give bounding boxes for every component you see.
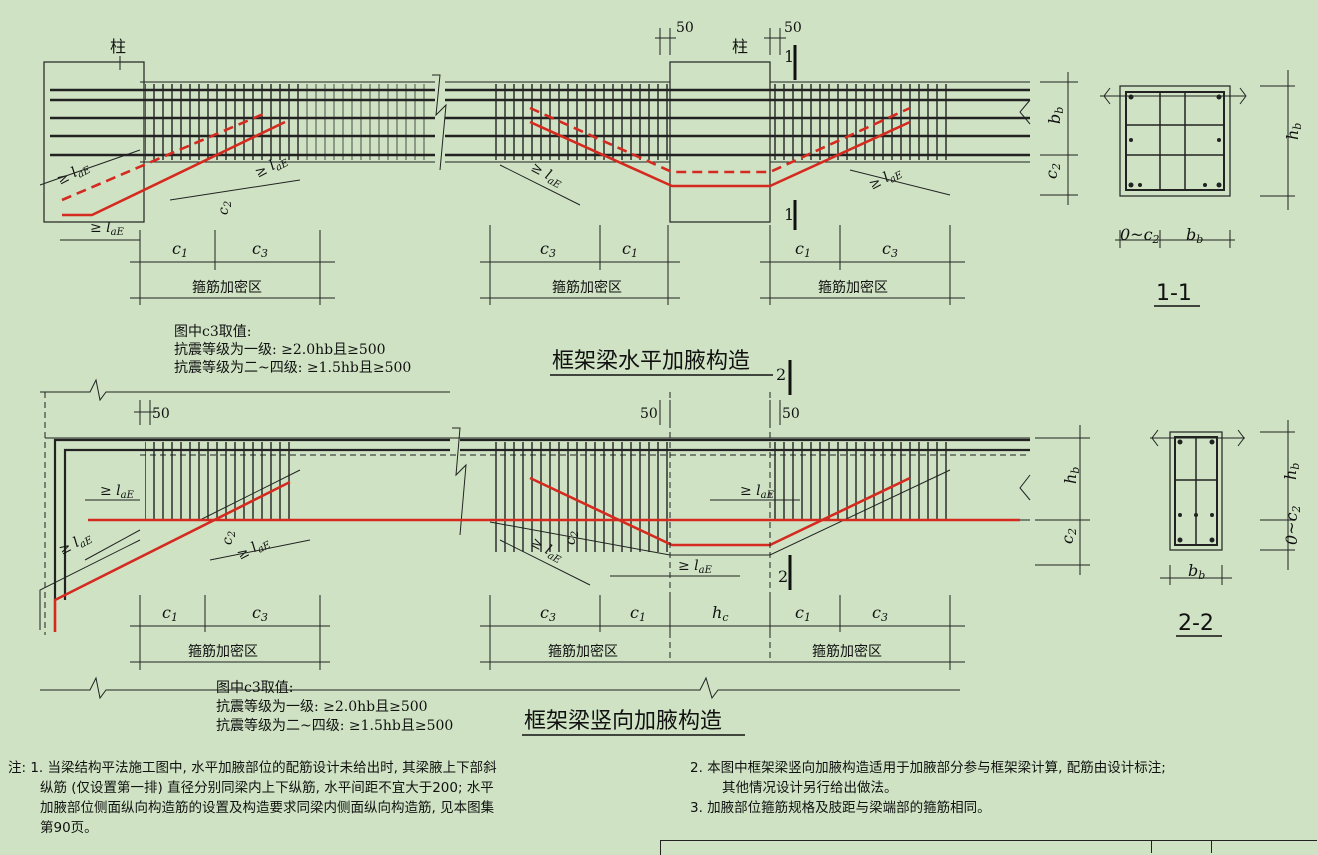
svg-text:c2: c2 xyxy=(1058,528,1079,544)
svg-text:c3: c3 xyxy=(252,239,268,260)
note-2-line-2: 其他情况设计另行给出做法。 xyxy=(722,780,898,796)
note-2-line-1: 2. 本图中框架梁竖向加腋构造适用于加腋部分参与框架梁计算, 配筋由设计标注; xyxy=(690,760,1166,776)
svg-text:c1: c1 xyxy=(622,239,638,260)
section-1-1: 0~c2 bb hb 1-1 xyxy=(1100,70,1304,307)
svg-text:c3: c3 xyxy=(540,603,556,624)
haunch-bars-vertical xyxy=(53,476,1020,632)
stirrup-zone-label: 箍筋加密区 xyxy=(192,279,262,296)
svg-text:c3: c3 xyxy=(540,239,556,260)
c3-note-grade1: 抗震等级为一级: ≥2.0hb且≥500 xyxy=(216,698,428,715)
svg-text:c1: c1 xyxy=(172,239,188,260)
svg-text:c1: c1 xyxy=(630,603,646,624)
svg-text:c2: c2 xyxy=(220,531,238,545)
top-diagram-title: 框架梁水平加腋构造 xyxy=(552,349,750,374)
svg-text:bb: bb xyxy=(1188,561,1205,582)
middle-column xyxy=(669,61,771,223)
svg-text:≥ laE: ≥ laE xyxy=(90,220,125,238)
c3-note-title: 图中c3取值: xyxy=(216,680,293,696)
note-1-line-2: 纵筋 (仅设置第一排) 直径分别同梁内上下纵筋, 水平间距不宜大于200; 水平 xyxy=(40,780,494,796)
notes-left: 注: 1. 当梁结构平法施工图中, 水平加腋部位的配筋设计未给出时, 其梁腋上下… xyxy=(8,758,663,838)
dim-50-label: 50 xyxy=(152,406,170,422)
note-3-line-1: 3. 加腋部位箍筋规格及肢距与梁端部的箍筋相同。 xyxy=(690,800,991,816)
svg-text:hb: hb xyxy=(1061,467,1082,484)
svg-text:≥ laE: ≥ laE xyxy=(234,533,273,565)
svg-text:≥ laE: ≥ laE xyxy=(56,528,95,560)
column-label-mid: 柱 xyxy=(732,37,748,56)
c3-note-grade2: 抗震等级为二~四级: ≥1.5hb且≥500 xyxy=(216,717,453,734)
svg-text:c2: c2 xyxy=(1042,163,1063,179)
svg-text:hb: hb xyxy=(1283,123,1304,140)
dims-top-mid xyxy=(480,225,965,305)
svg-text:0~c2: 0~c2 xyxy=(1282,505,1303,545)
note-1-line-3: 加腋部位侧面纵向构造筋的设置及构造要求同梁内侧面纵向构造筋, 见本图集 xyxy=(40,800,495,816)
dims-top-right xyxy=(1019,72,1078,205)
section-mark-2: 2 xyxy=(776,365,786,384)
svg-text:c3: c3 xyxy=(252,603,268,624)
section-mark-1: 1 xyxy=(784,205,794,224)
haunch-bars xyxy=(61,106,911,217)
stirrup-zone-left xyxy=(145,84,300,160)
left-column xyxy=(43,61,145,223)
dim-50-label: 50 xyxy=(782,406,800,422)
note-1-line-4: 第90页。 xyxy=(40,820,98,836)
stirrup-zone-label: 箍筋加密区 xyxy=(812,643,882,660)
c3-note-grade2: 抗震等级为二~四级: ≥1.5hb且≥500 xyxy=(174,359,411,376)
dim-50-label: 50 xyxy=(676,20,694,36)
title-block-frame xyxy=(660,840,1317,855)
bottom-diagram: 50 50 50 ≥ laE xyxy=(39,360,1090,736)
svg-text:bb: bb xyxy=(1186,225,1203,246)
svg-text:hc: hc xyxy=(712,603,728,624)
section-1-1-label: 1-1 xyxy=(1156,281,1192,306)
c3-note-grade1: 抗震等级为一级: ≥2.0hb且≥500 xyxy=(174,341,386,358)
section-mark-2: 2 xyxy=(778,567,788,586)
svg-text:c1: c1 xyxy=(795,239,811,260)
dims-top-left xyxy=(130,230,335,305)
bottom-diagram-title: 框架梁竖向加腋构造 xyxy=(524,709,722,734)
svg-text:≥ laE: ≥ laE xyxy=(527,159,566,191)
dim-50-label: 50 xyxy=(784,20,802,36)
svg-text:≥ laE: ≥ laE xyxy=(678,558,713,576)
stirrup-zone-label: 箍筋加密区 xyxy=(188,643,258,660)
svg-text:c3: c3 xyxy=(882,239,898,260)
column-label-left: 柱 xyxy=(110,37,126,56)
dim-50-label: 50 xyxy=(640,406,658,422)
svg-text:0~c2: 0~c2 xyxy=(1120,225,1160,246)
svg-text:bb: bb xyxy=(1045,107,1066,124)
svg-text:≥ laE: ≥ laE xyxy=(54,158,93,190)
section-mark-1: 1 xyxy=(784,47,794,66)
break-symbol xyxy=(432,74,447,171)
c3-note-title: 图中c3取值: xyxy=(174,324,251,340)
note-1-line-1: 注: 1. 当梁结构平法施工图中, 水平加腋部位的配筋设计未给出时, 其梁腋上下… xyxy=(8,760,497,776)
svg-text:c3: c3 xyxy=(872,603,888,624)
svg-text:≥ laE: ≥ laE xyxy=(740,483,775,501)
stirrup-zone-label: 箍筋加密区 xyxy=(548,643,618,660)
section-2-2-label: 2-2 xyxy=(1178,611,1214,636)
svg-text:c2: c2 xyxy=(216,201,234,215)
anchorage-labels-top: ≥ laE ≥ laE ≥ laE ≥ laE ≥ laE c2 xyxy=(54,151,905,238)
dim-50-top xyxy=(655,28,786,55)
svg-text:c1: c1 xyxy=(162,603,178,624)
stirrup-zone-label: 箍筋加密区 xyxy=(552,279,622,296)
stirrup-zone-label: 箍筋加密区 xyxy=(818,279,888,296)
svg-text:hb: hb xyxy=(1281,463,1302,480)
section-2-2: bb hb 0~c2 2-2 xyxy=(1150,420,1303,637)
svg-text:≥ laE: ≥ laE xyxy=(100,483,135,501)
top-diagram: 柱 xyxy=(39,20,1078,376)
notes-right: 2. 本图中框架梁竖向加腋构造适用于加腋部分参与框架梁计算, 配筋由设计标注; … xyxy=(690,758,1315,818)
svg-text:c1: c1 xyxy=(795,603,811,624)
